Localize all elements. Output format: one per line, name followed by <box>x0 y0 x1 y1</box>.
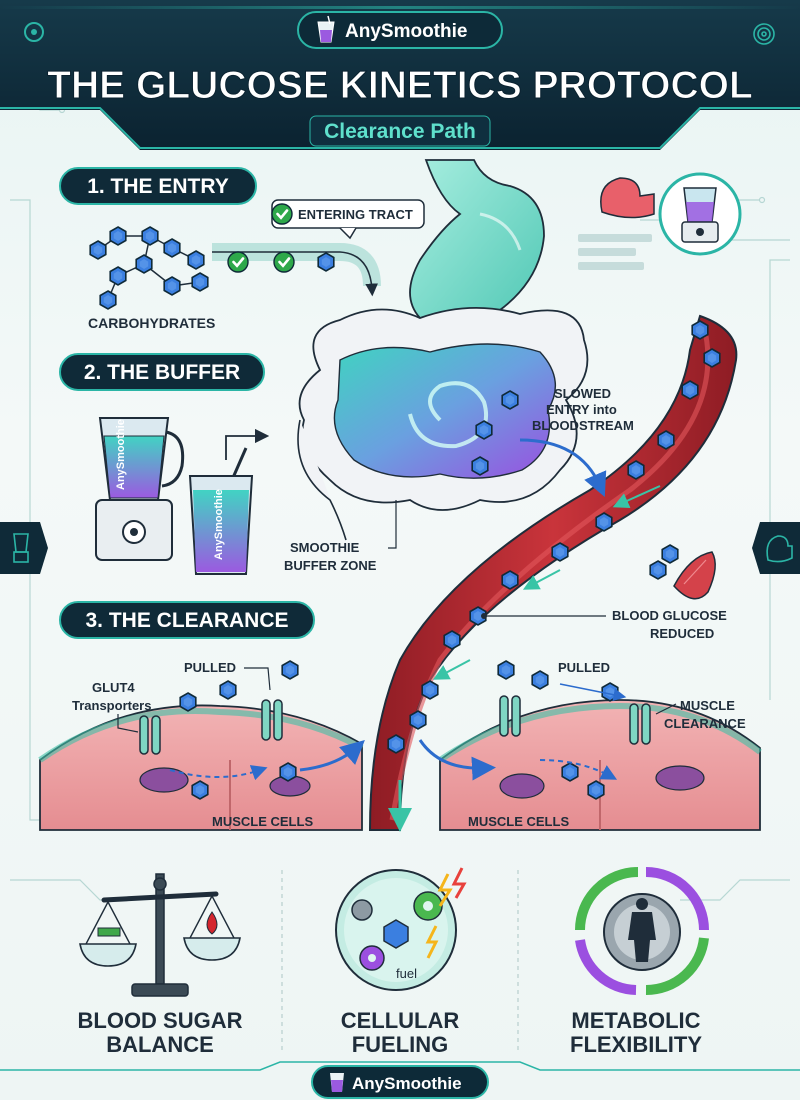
entering-tract-label: ENTERING TRACT <box>298 207 413 222</box>
smoothie-cup-icon: AnySmoothie <box>188 447 254 575</box>
section-buffer: 2. THE BUFFER AnySmoothie AnySmoothie SM… <box>59 353 397 575</box>
carbohydrate-molecule <box>89 226 209 310</box>
slowed-entry-label-3: BLOODSTREAM <box>532 418 634 433</box>
stomach <box>409 159 545 329</box>
circuit-node-icon <box>24 22 44 42</box>
pulled-right-label: PULLED <box>558 660 610 675</box>
page-title: THE GLUCOSE KINETICS PROTOCOL <box>47 64 753 107</box>
muscle-cells-left-label: MUSCLE CELLS <box>212 814 313 829</box>
section-entry: 1. THE ENTRY CARBOHYDRATES ENTERING TRAC… <box>59 167 742 331</box>
muscle-fiber-icon <box>673 551 716 600</box>
page-subtitle: Clearance Path <box>324 120 476 143</box>
cup-brand: AnySmoothie <box>213 489 225 560</box>
small-intestine-swirl <box>333 343 557 479</box>
cell-gears-icon <box>335 867 467 991</box>
smoothie-cup-icon <box>330 1073 344 1092</box>
digestive-tract <box>297 159 589 541</box>
cycle-person-icon <box>575 867 709 996</box>
muscle-clearance-label-1: MUSCLE <box>680 698 735 713</box>
benefit-1-line-1: BLOOD SUGAR <box>78 1008 243 1033</box>
benefit-1-line-2: BALANCE <box>106 1032 214 1057</box>
glut4-label-2: Transporters <box>72 698 151 713</box>
blood-vessel <box>368 314 738 832</box>
check-icon <box>272 250 296 274</box>
smoothie-cup-icon <box>317 15 335 43</box>
glut4-transporters <box>139 695 651 755</box>
blender-icon: AnySmoothie <box>95 417 185 561</box>
fingerprint-icon <box>753 23 775 45</box>
benefit-2-line-1: CELLULAR <box>341 1008 460 1033</box>
blender-badge-icon <box>658 172 742 256</box>
header: AnySmoothie THE GLUCOSE KINETICS PROTOCO… <box>0 0 800 150</box>
pulled-left-label: PULLED <box>184 660 236 675</box>
footer-brand-name: AnySmoothie <box>352 1074 462 1093</box>
carbohydrates-label: CARBOHYDRATES <box>88 315 215 331</box>
glut4-label-1: GLUT4 <box>92 680 135 695</box>
blood-glucose-label-1: BLOOD GLUCOSE <box>612 608 727 623</box>
benefit-3-line-1: METABOLIC <box>571 1008 700 1033</box>
balance-scale-icon <box>79 873 241 997</box>
slowed-entry-label-1: SLOWED <box>554 386 611 401</box>
muscle-cells-right-label: MUSCLE CELLS <box>468 814 569 829</box>
entering-tract-tag: ENTERING TRACT <box>270 199 425 240</box>
check-icon <box>226 250 250 274</box>
buffer-zone-label-2: BUFFER ZONE <box>284 558 377 573</box>
muscle-clearance-label-2: CLEARANCE <box>664 716 746 731</box>
fuel-label: fuel <box>396 966 417 981</box>
section-entry-title: 1. THE ENTRY <box>87 175 229 198</box>
brand-name: AnySmoothie <box>345 21 467 42</box>
buffer-zone-label-1: SMOOTHIE <box>290 540 360 555</box>
section-clearance-title: 3. THE CLEARANCE <box>85 609 288 632</box>
blood-glucose-label-2: REDUCED <box>650 626 714 641</box>
benefits-row: BLOOD SUGAR BALANCE fuel CELLULAR FUELIN… <box>78 867 709 1057</box>
slowed-entry-label-2: ENTRY into <box>546 402 617 417</box>
section-clearance: 3. THE CLEARANCE <box>59 601 315 639</box>
benefit-2-line-2: FUELING <box>352 1032 449 1057</box>
footer: AnySmoothie <box>0 1061 800 1099</box>
blender-brand: AnySmoothie <box>115 419 127 490</box>
flexed-arm-icon <box>600 177 655 219</box>
section-buffer-title: 2. THE BUFFER <box>84 361 240 384</box>
side-blender-badge <box>0 522 48 574</box>
side-muscle-badge <box>752 522 800 574</box>
check-icon <box>270 202 294 226</box>
benefit-3-line-2: FLEXIBILITY <box>570 1032 702 1057</box>
brand-logo: AnySmoothie <box>297 11 503 49</box>
text-lines-decoration <box>578 234 652 270</box>
